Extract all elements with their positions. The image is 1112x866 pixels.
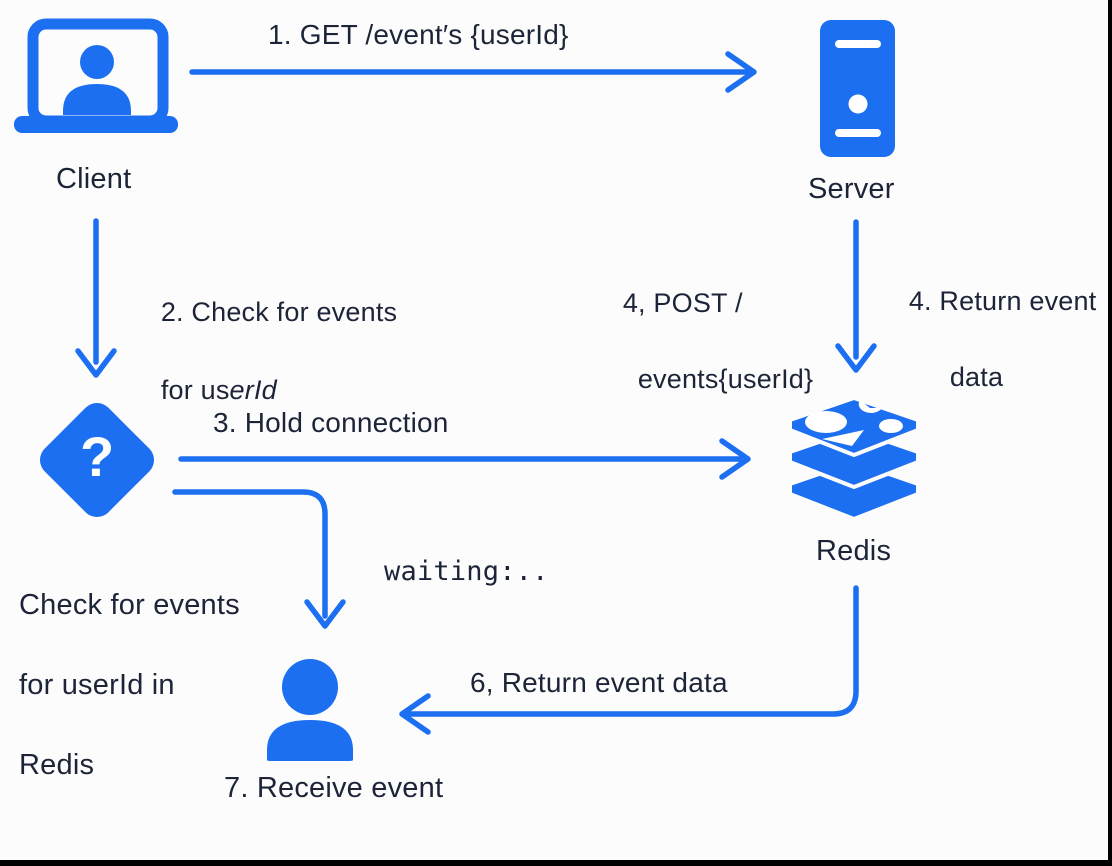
- arrow-2-head: [75, 348, 117, 378]
- receiver-person-icon: [262, 654, 372, 769]
- decision-caption-line3: Redis: [19, 749, 95, 781]
- waiting-label: waiting:..: [384, 556, 549, 587]
- arrow-6-redis-to-receiver: [403, 585, 859, 717]
- edge-4-post-line2: events{userId}: [637, 364, 814, 394]
- decision-caption-line1: Check for events: [19, 589, 240, 621]
- edge-1-get-label: 1. GET /event′s {userId}: [268, 19, 569, 50]
- receiver-label: 7. Receive event: [224, 772, 444, 804]
- edge-2-check-label: 2. Check for events for userId: [130, 254, 397, 449]
- decision-caption-line2: for userId in: [19, 669, 175, 701]
- redis-database-icon: [788, 396, 920, 529]
- frame-bottom-border: [0, 860, 1112, 866]
- arrow-3-head: [719, 438, 751, 480]
- edge-4-return-label: 4. Return event data: [878, 244, 1096, 434]
- decision-caption: Check for events for userId in Redis: [0, 545, 240, 825]
- client-label: Client: [56, 163, 132, 195]
- frame-right-border: [1108, 0, 1112, 866]
- arrow-5-decision-to-receiver: [172, 489, 328, 619]
- edge-4-post-label: 4, POST / events{userId}: [592, 246, 813, 436]
- edge-2-line1: 2. Check for events: [160, 297, 398, 327]
- edge-6-return-label: 6, Return event data: [470, 667, 728, 698]
- arrow-1-head: [725, 51, 757, 93]
- server-tower-icon: [818, 18, 898, 165]
- edge-3-hold-label: 3. Hold connection: [213, 407, 449, 438]
- client-laptop-icon: [8, 16, 184, 145]
- edge-4-return-line2: data: [949, 362, 1004, 392]
- redis-label: Redis: [816, 535, 892, 567]
- arrow-6-head: [399, 693, 431, 735]
- edge-4-post-line1: 4, POST /: [622, 288, 743, 318]
- edge-2-line2-italic: erId: [229, 375, 277, 405]
- question-mark: ?: [79, 425, 115, 488]
- edge-2-line2-prefix: for us: [160, 375, 230, 405]
- arrow-4-head: [835, 343, 877, 373]
- server-label: Server: [808, 173, 895, 205]
- arrow-5-head: [304, 599, 346, 629]
- edge-4-return-line1: 4. Return event: [908, 286, 1097, 316]
